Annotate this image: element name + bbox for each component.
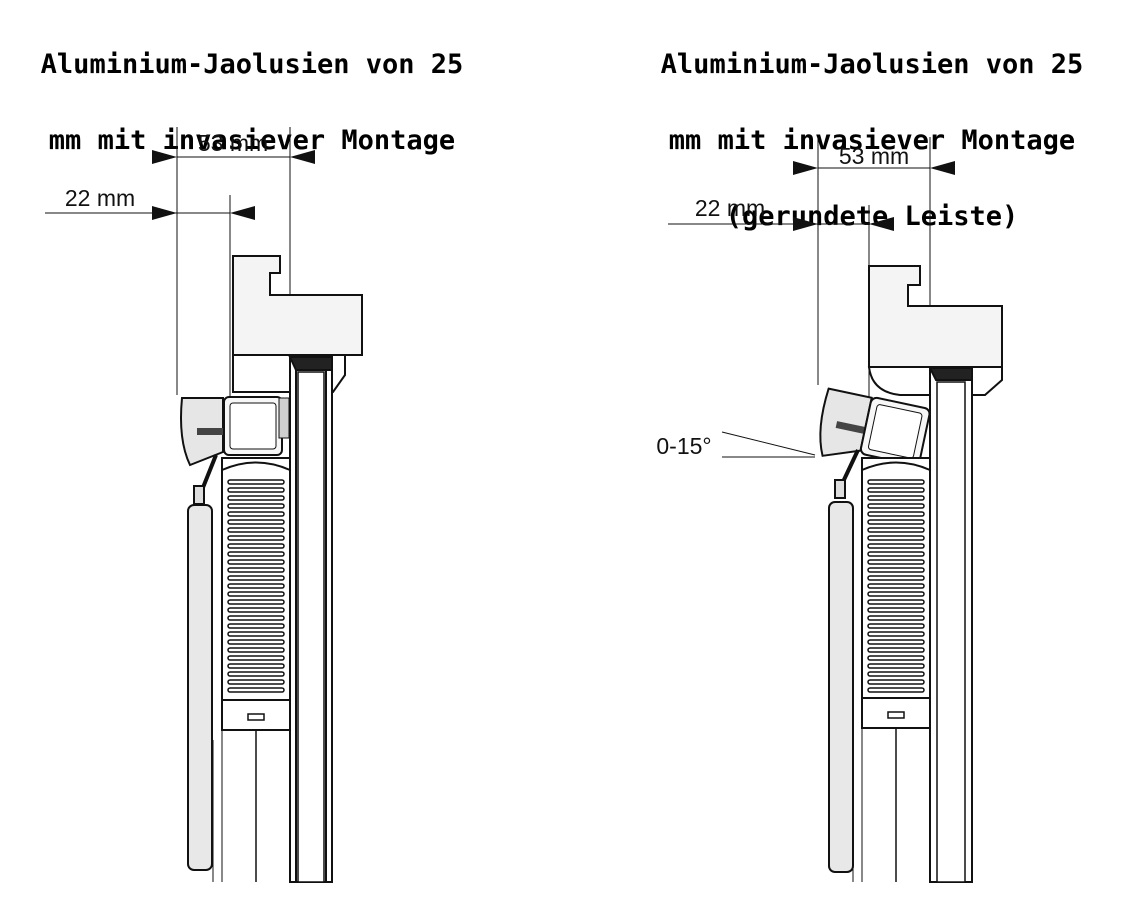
- slat: [867, 639, 925, 645]
- slat: [867, 527, 925, 533]
- slat: [867, 551, 925, 557]
- slat: [227, 495, 285, 501]
- slat: [867, 663, 925, 669]
- slat: [227, 567, 285, 573]
- title-line: mm mit invasiever Montage: [668, 125, 1076, 156]
- slat: [227, 687, 285, 693]
- title-line: (gerundete Leiste): [725, 201, 1019, 232]
- diagram-title-right: Aluminium-Jaolusien von 25 mm mit invasi…: [612, 8, 1132, 274]
- slat: [227, 631, 285, 637]
- slat: [867, 535, 925, 541]
- slat: [867, 479, 925, 485]
- slat: [227, 591, 285, 597]
- slat: [227, 607, 285, 613]
- slat: [227, 487, 285, 493]
- title-line: Aluminium-Jaolusien von 25: [40, 49, 464, 80]
- slat: [227, 535, 285, 541]
- slat: [227, 671, 285, 677]
- slat: [867, 687, 925, 693]
- diagram-title-left: Aluminium-Jaolusien von 25 mm mit invasi…: [0, 8, 512, 198]
- dim-label-53: 53 mm: [839, 143, 909, 169]
- slat: [227, 511, 285, 517]
- slat: [227, 639, 285, 645]
- slat: [227, 519, 285, 525]
- diagram-right: 53 mm 22 mm 0-15°: [656, 137, 1003, 883]
- slat: [227, 623, 285, 629]
- slat: [867, 631, 925, 637]
- slat: [227, 663, 285, 669]
- slat: [867, 623, 925, 629]
- slat: [867, 679, 925, 685]
- slat: [867, 559, 925, 565]
- headrail: [819, 387, 931, 466]
- tilt-wand: [187, 454, 218, 871]
- slat: [867, 567, 925, 573]
- slat: [867, 655, 925, 661]
- angle-indicator: [721, 431, 816, 458]
- slat: [867, 519, 925, 525]
- slat: [867, 607, 925, 613]
- slat: [867, 495, 925, 501]
- slat-stack: [212, 457, 291, 882]
- slat: [227, 615, 285, 621]
- dimension-22mm: [668, 205, 894, 400]
- angle-label: 0-15°: [656, 433, 711, 459]
- slat: [867, 543, 925, 549]
- slat: [227, 655, 285, 661]
- slat: [227, 559, 285, 565]
- slat: [867, 583, 925, 589]
- slat: [867, 591, 925, 597]
- title-line: Aluminium-Jaolusien von 25: [660, 49, 1084, 80]
- slat: [227, 575, 285, 581]
- dimension-53mm: [152, 127, 315, 395]
- slat: [867, 599, 925, 605]
- slat: [867, 671, 925, 677]
- tilt-wand: [828, 449, 860, 873]
- dimension-53mm: [793, 137, 955, 395]
- slat: [867, 575, 925, 581]
- slat: [227, 647, 285, 653]
- slat: [227, 503, 285, 509]
- slat: [867, 647, 925, 653]
- slat: [867, 615, 925, 621]
- slat: [227, 479, 285, 485]
- window-frame: [867, 265, 1003, 883]
- slat-stack: [852, 457, 931, 882]
- window-frame: [232, 255, 363, 883]
- slat: [867, 503, 925, 509]
- title-line: mm mit invasiever Montage: [48, 125, 456, 156]
- slat: [867, 487, 925, 493]
- dim-label-22: 22 mm: [65, 185, 135, 211]
- slat: [227, 599, 285, 605]
- slat: [227, 583, 285, 589]
- dim-label-53: 53 mm: [198, 130, 268, 156]
- slat: [227, 551, 285, 557]
- slat: [867, 511, 925, 517]
- slat: [227, 679, 285, 685]
- slat: [227, 543, 285, 549]
- dimension-22mm: [45, 195, 255, 400]
- headrail: [180, 396, 290, 467]
- slat: [227, 527, 285, 533]
- dim-label-22: 22 mm: [695, 195, 765, 221]
- diagram-left: 53 mm 22 mm: [45, 127, 363, 883]
